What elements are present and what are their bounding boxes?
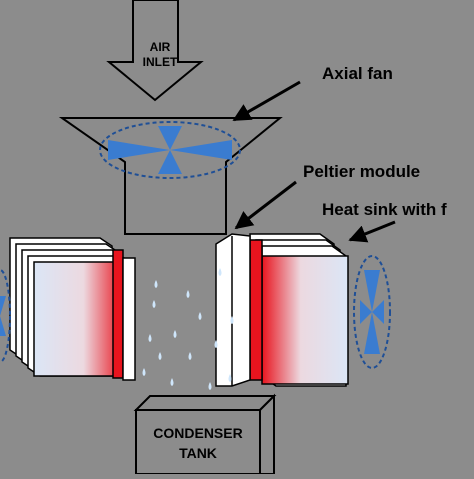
air-inlet-arrow: AIR INLET <box>106 0 204 102</box>
left-peltier-module <box>112 249 124 379</box>
condenser-label-2: TANK <box>179 445 217 461</box>
heat-sink-label: Heat sink with f <box>322 200 447 219</box>
left-side-fan-icon <box>0 269 11 363</box>
air-inlet-label-2: INLET <box>143 55 178 69</box>
right-peltier-module <box>249 239 263 381</box>
right-side-fan-icon <box>353 255 391 369</box>
right-heat-sink <box>215 233 349 387</box>
peltier-module-label: Peltier module <box>303 162 420 181</box>
axial-fan-pointer <box>232 80 301 122</box>
condenser-tank: CONDENSER TANK <box>133 393 277 475</box>
fan-icon <box>99 121 241 179</box>
arrow-down-icon <box>106 0 204 102</box>
right-cold-plate <box>215 233 251 387</box>
peltier-pointer <box>234 180 297 230</box>
left-cold-plate <box>122 257 136 381</box>
air-inlet-label-1: AIR <box>150 40 171 54</box>
left-heat-sink <box>9 237 136 381</box>
axial-fan-label: Axial fan <box>322 64 393 83</box>
condenser-label-1: CONDENSER <box>153 425 242 441</box>
heat-sink-pointer <box>348 220 396 243</box>
